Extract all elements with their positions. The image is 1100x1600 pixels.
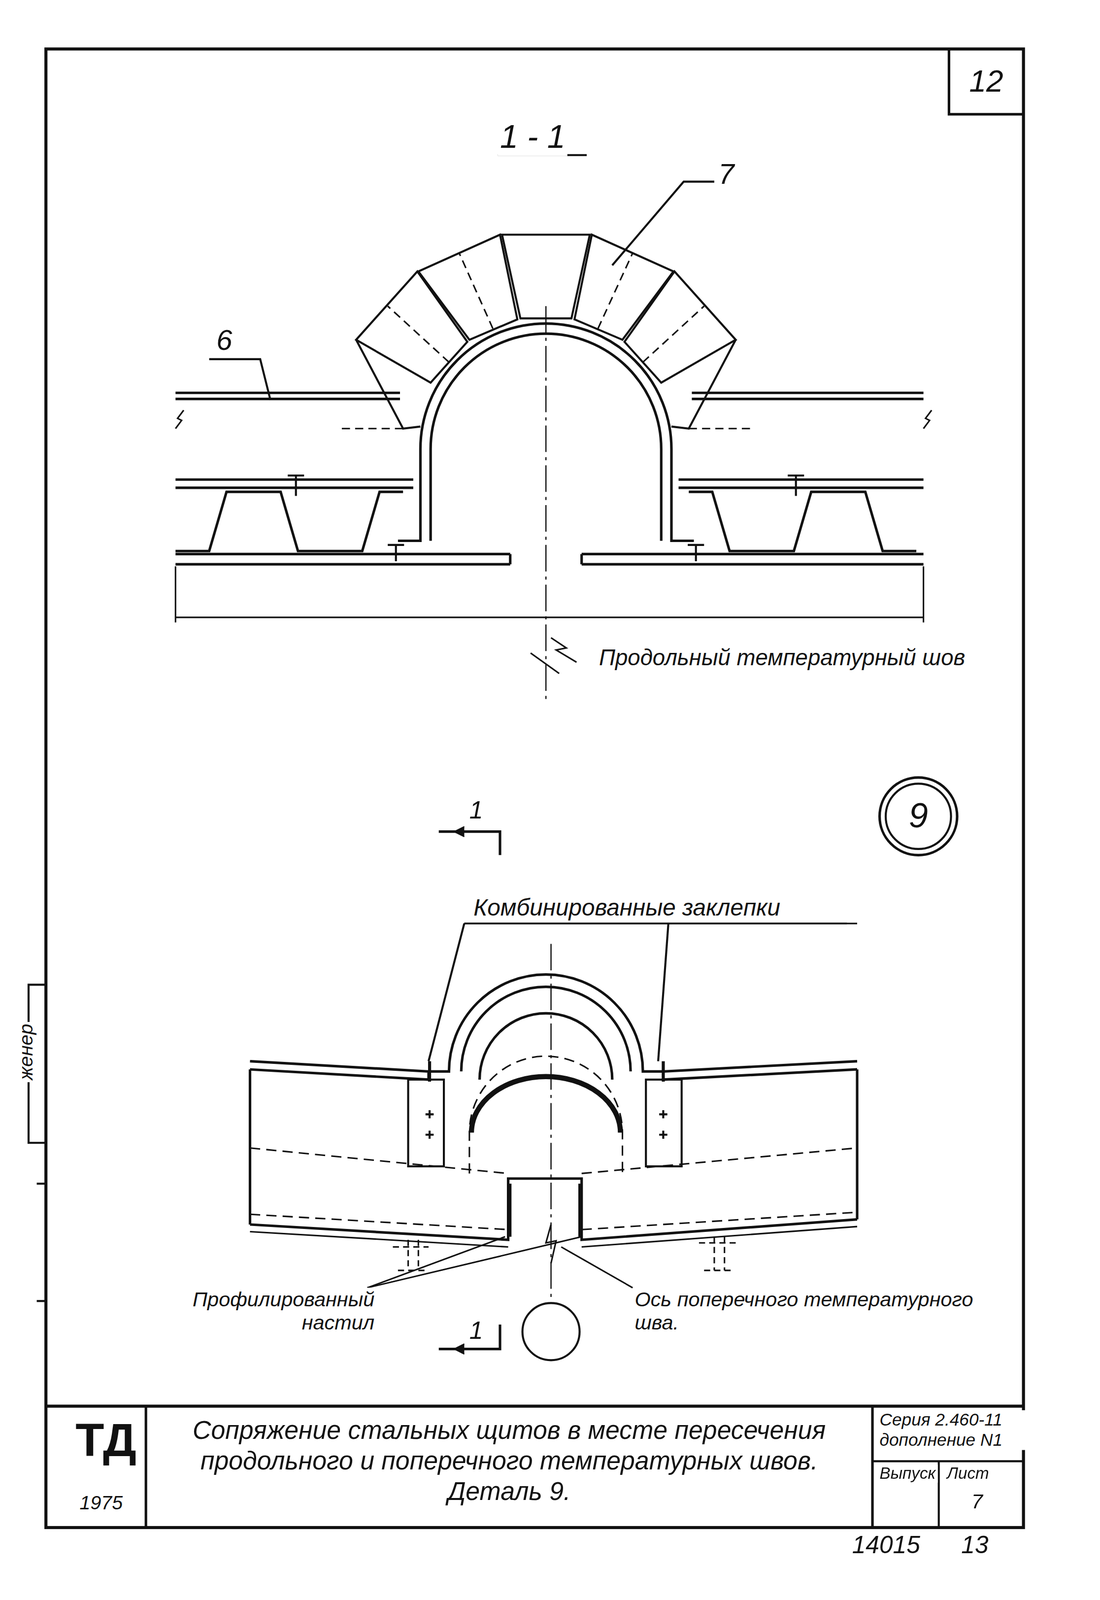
caption-text: Сопряжение стальных щитов в месте пересе… (153, 1413, 866, 1506)
label-text: Выпуск (877, 1464, 938, 1483)
label-text: 1 (467, 1315, 486, 1344)
detail-circle: 9 (877, 775, 960, 858)
label-text: Ось поперечного температурного шва. (632, 1287, 1015, 1334)
sheet-number: 12 (968, 64, 1003, 100)
label-text: Серия 2.460-11 дополнение N1 (877, 1409, 1027, 1450)
label-text: 13 (959, 1530, 991, 1559)
label-text: Продольный температурный шов (597, 644, 969, 671)
label-text: Профилированный настил (183, 1287, 377, 1334)
label-text: 7 (969, 1489, 985, 1513)
detail-number: 9 (908, 796, 929, 836)
label-text: Комбинированные заклепки (471, 893, 783, 921)
label-text: 1 (467, 795, 486, 824)
label-text: 14015 (850, 1530, 923, 1559)
label-text: Лист (944, 1464, 992, 1483)
label-text: 6 (214, 324, 235, 358)
label-text: 1 - 1 (498, 118, 568, 156)
label-text: женер (14, 1021, 37, 1083)
label-text: 1975 (77, 1491, 125, 1514)
label-text: 7 (716, 158, 737, 192)
sheet-number-box: 12 (948, 48, 1024, 115)
label-text: ТД (73, 1412, 139, 1467)
